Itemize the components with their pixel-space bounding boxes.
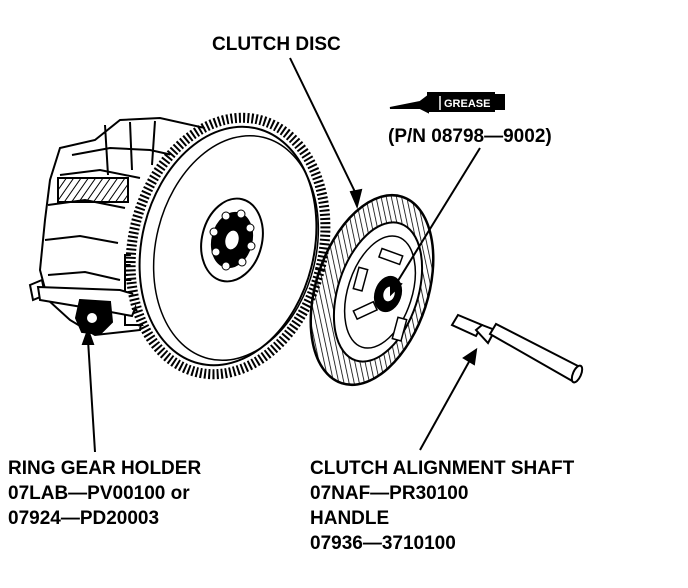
grease-tube-label: GREASE [444,98,490,110]
alignment-shaft-callout: CLUTCH ALIGNMENT SHAFT 07NAF—PR30100 HAN… [310,456,574,556]
clutch-disc-label: CLUTCH DISC [212,34,341,55]
alignment-shaft-title: CLUTCH ALIGNMENT SHAFT [310,458,575,479]
ring-gear-holder-callout: RING GEAR HOLDER 07LAB—PV00100 or 07924—… [8,456,201,531]
handle-title: HANDLE [310,508,390,529]
grease-leader [395,147,481,285]
ring-gear-holder-part-1: 07LAB—PV00100 or [8,483,190,504]
alignment-shaft-leader [419,359,471,451]
clutch-alignment-shaft [450,313,584,384]
alignment-shaft-part: 07NAF—PR30100 [310,483,469,504]
ring-gear-holder-part-2: 07924—PD20003 [8,508,160,529]
leader-lines [81,57,481,453]
handle-part: 07936—3710100 [310,533,456,554]
clutch-disc-arrowhead [349,188,363,210]
grease-arrowhead [390,278,403,297]
alignment-shaft-arrowhead [462,347,478,366]
clutch-disc-leader [289,57,358,197]
grease-tube [389,92,505,114]
ring-gear-holder-tool [28,278,142,336]
part-number-label: (P/N 08798—9002) [388,126,552,147]
ring-gear-holder-title: RING GEAR HOLDER [8,458,202,479]
ring-gear-holder-arrowhead [81,327,95,345]
ring-gear-holder-leader [87,339,96,453]
clutch-disc [309,193,435,387]
